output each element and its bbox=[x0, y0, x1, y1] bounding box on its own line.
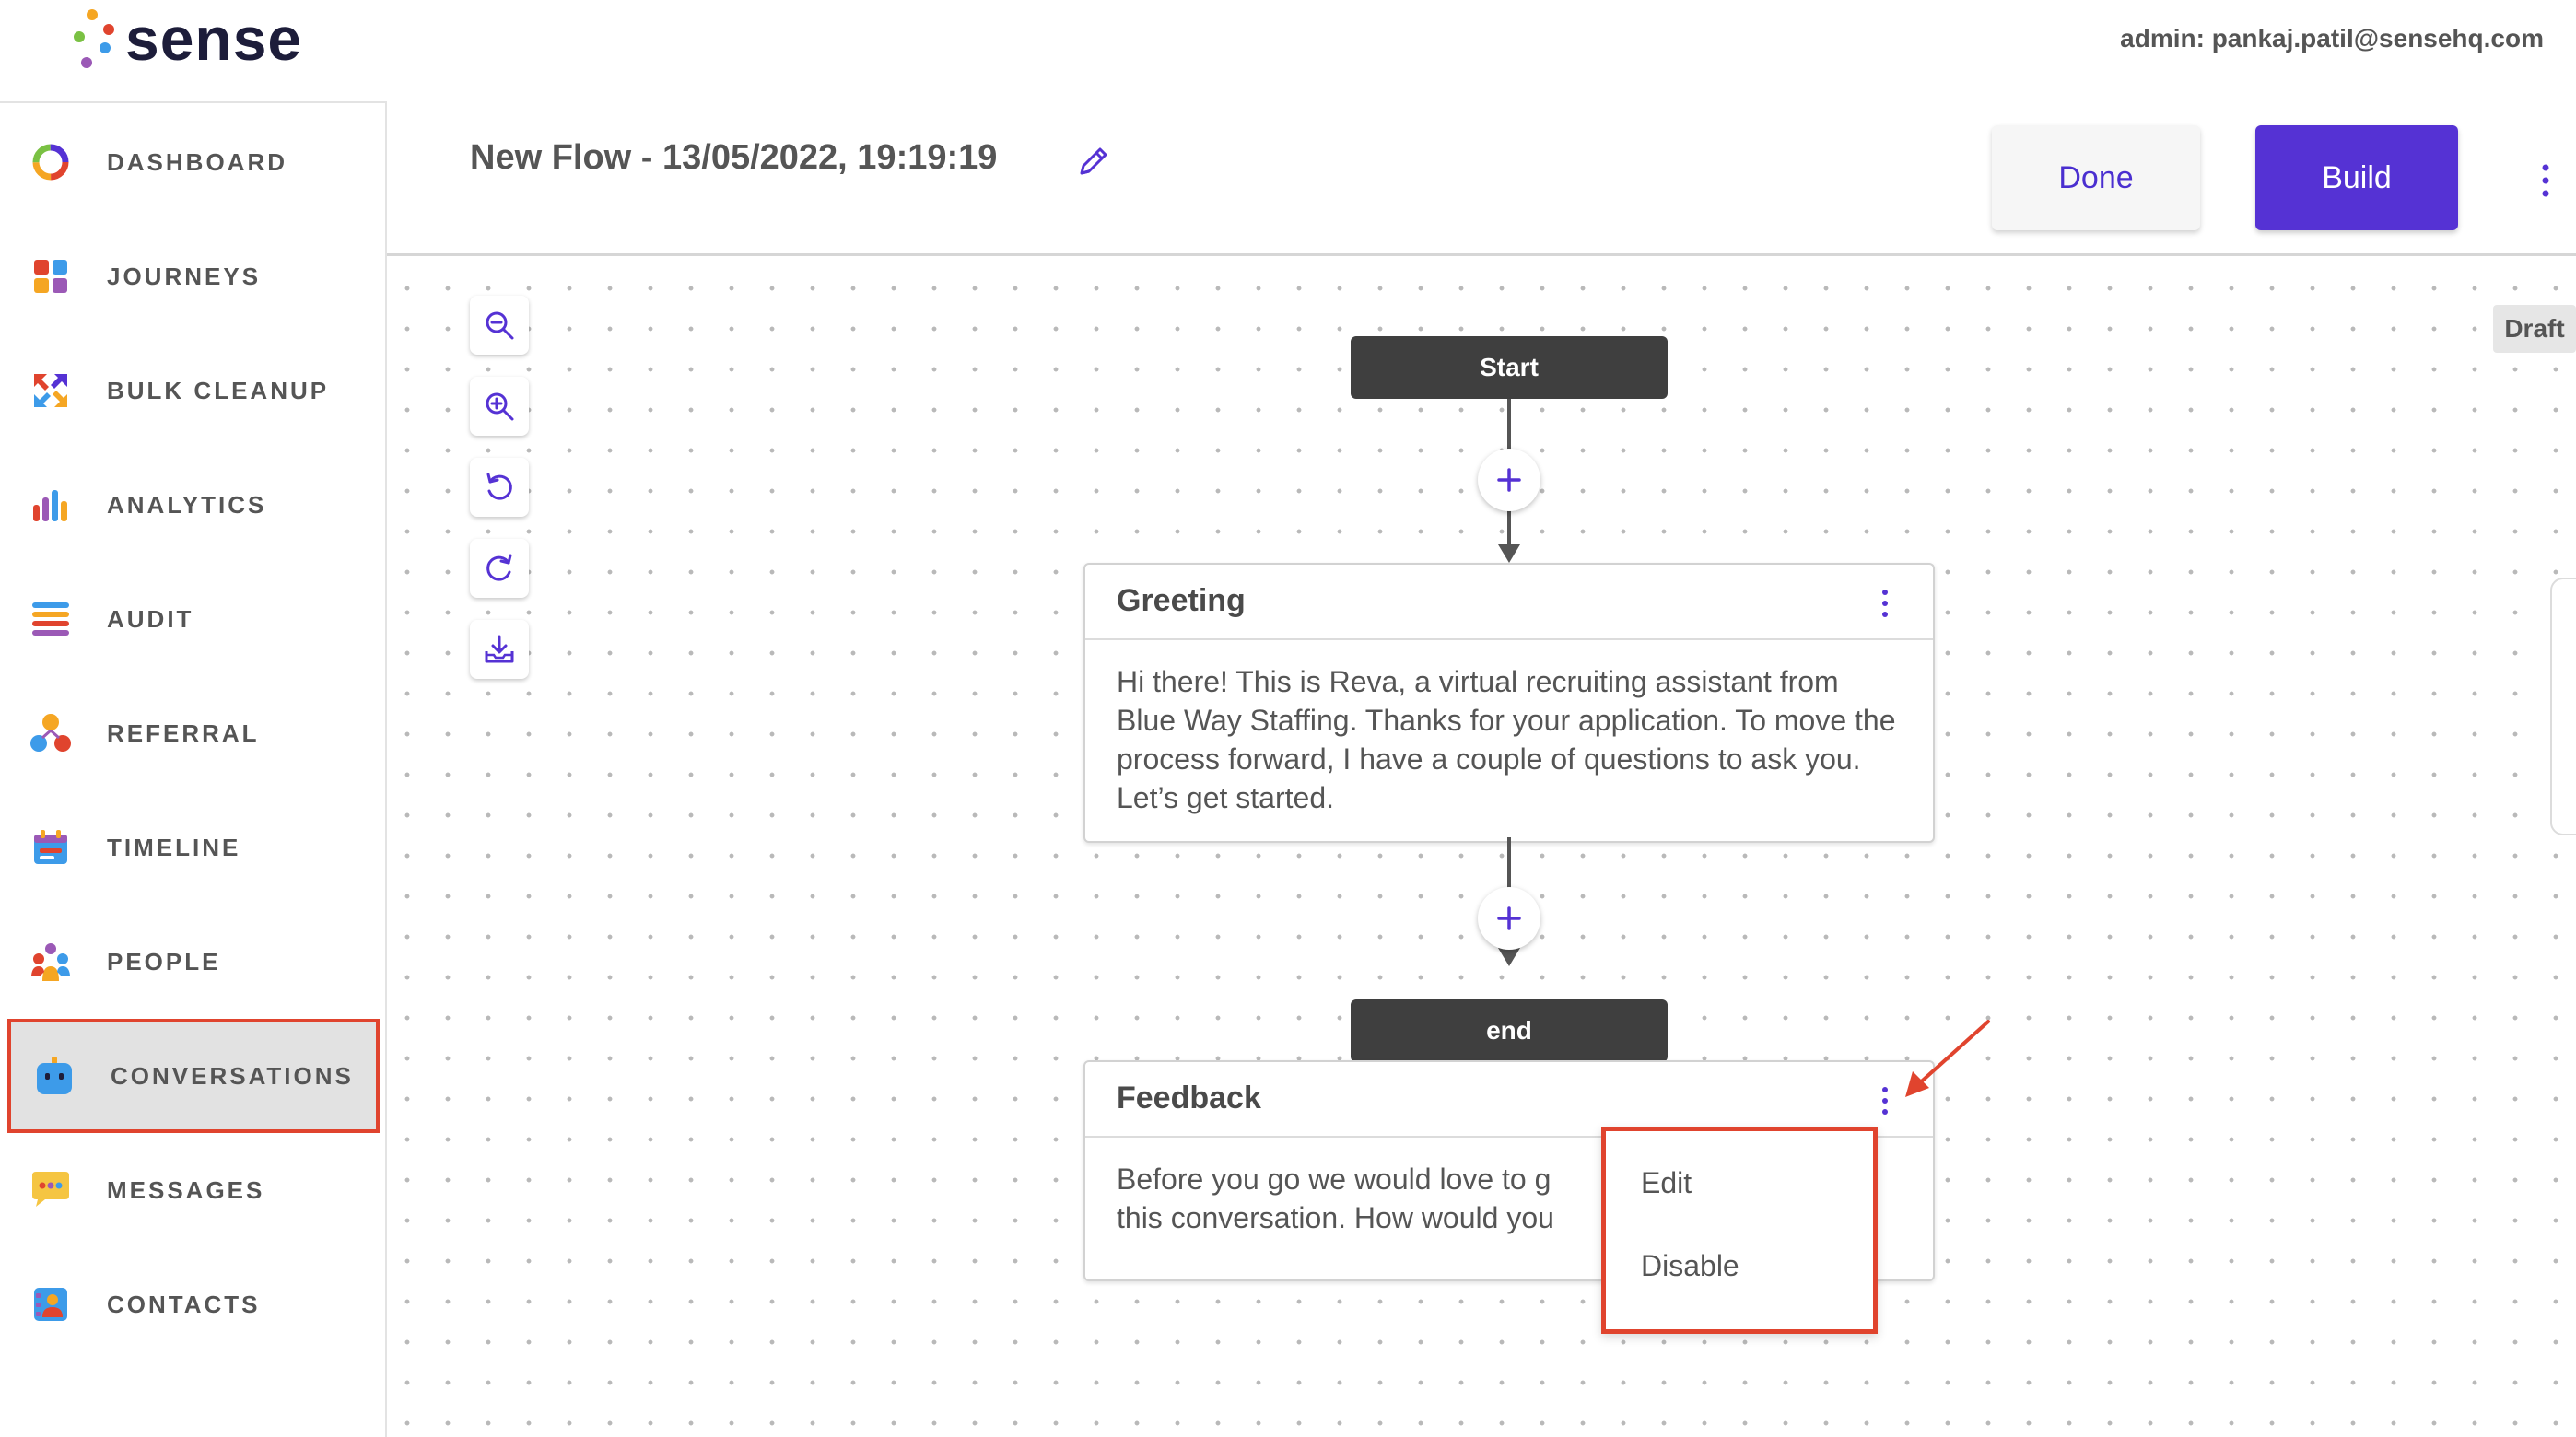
people-icon bbox=[28, 939, 74, 985]
sidebar-item-journeys[interactable]: JOURNEYS bbox=[7, 219, 380, 333]
card-title: Feedback bbox=[1117, 1081, 1261, 1116]
start-node[interactable]: Start bbox=[1351, 336, 1668, 399]
sidebar-item-label: CONTACTS bbox=[107, 1290, 261, 1318]
plus-icon bbox=[1497, 468, 1521, 492]
menu-item-disable[interactable]: Disable bbox=[1641, 1249, 1739, 1282]
add-step-button[interactable] bbox=[1478, 449, 1540, 511]
conversations-bot-icon bbox=[31, 1053, 77, 1099]
timeline-calendar-icon bbox=[28, 824, 74, 870]
status-badge: Draft bbox=[2493, 305, 2576, 353]
card-menu-icon[interactable] bbox=[1876, 1082, 1894, 1119]
top-bar: sense admin: pankaj.patil@sensehq.com bbox=[0, 0, 2576, 101]
card-header: Greeting bbox=[1085, 565, 1933, 640]
sidebar-item-audit[interactable]: AUDIT bbox=[7, 562, 380, 676]
flow-canvas[interactable]: Draft Start Greeting Hi there! This is R… bbox=[387, 259, 2576, 1437]
zoom-out-icon bbox=[486, 311, 514, 340]
card-header: Feedback bbox=[1085, 1062, 1933, 1138]
admin-user-label: admin: pankaj.patil@sensehq.com bbox=[2120, 24, 2544, 53]
bulk-cleanup-arrows-icon bbox=[28, 368, 74, 414]
redo-icon bbox=[486, 554, 512, 581]
plus-icon bbox=[1497, 906, 1521, 930]
sidebar-item-label: PEOPLE bbox=[107, 947, 221, 976]
sidebar-item-label: DASHBOARD bbox=[107, 147, 287, 176]
arrow-down-icon bbox=[1498, 544, 1520, 563]
journeys-grid-icon bbox=[28, 253, 74, 299]
more-options-icon[interactable] bbox=[2532, 160, 2559, 201]
undo-icon bbox=[486, 473, 512, 500]
download-icon bbox=[485, 635, 514, 663]
sidebar-item-label: AUDIT bbox=[107, 604, 194, 633]
sidebar-item-label: ANALYTICS bbox=[107, 490, 267, 519]
sidebar-item-people[interactable]: PEOPLE bbox=[7, 905, 380, 1019]
feedback-card[interactable]: Feedback Before you go we would love to … bbox=[1083, 1060, 1935, 1281]
sidebar-item-bulk-cleanup[interactable]: BULK CLEANUP bbox=[7, 333, 380, 448]
sidebar-item-label: TIMELINE bbox=[107, 833, 241, 861]
build-button[interactable]: Build bbox=[2255, 125, 2458, 230]
greeting-card[interactable]: Greeting Hi there! This is Reva, a virtu… bbox=[1083, 563, 1935, 843]
sidebar-item-contacts[interactable]: CONTACTS bbox=[7, 1247, 380, 1361]
end-node[interactable]: end bbox=[1351, 999, 1668, 1062]
download-button[interactable] bbox=[470, 620, 529, 679]
pencil-icon[interactable] bbox=[1074, 142, 1113, 181]
card-message: Before you go we would love to g this co… bbox=[1117, 1162, 1554, 1234]
card-message: Hi there! This is Reva, a virtual recrui… bbox=[1117, 665, 1896, 814]
sense-logo[interactable]: sense bbox=[72, 6, 302, 72]
sidebar: DASHBOARD JOURNEYS BULK CLEANUP bbox=[0, 101, 387, 1437]
card-menu-icon[interactable] bbox=[1876, 585, 1894, 622]
audit-list-icon bbox=[28, 596, 74, 642]
analytics-bars-icon bbox=[28, 482, 74, 528]
dashboard-ring-icon bbox=[28, 139, 74, 185]
sidebar-item-analytics[interactable]: ANALYTICS bbox=[7, 448, 380, 562]
sidebar-item-label: REFERRAL bbox=[107, 718, 260, 747]
menu-item-edit[interactable]: Edit bbox=[1641, 1166, 1692, 1199]
add-step-button[interactable] bbox=[1478, 887, 1540, 950]
flow-header: New Flow - 13/05/2022, 19:19:19 Done Bui… bbox=[387, 101, 2576, 256]
zoom-in-icon bbox=[486, 392, 514, 421]
referral-icon bbox=[28, 710, 74, 756]
sidebar-item-label: MESSAGES bbox=[107, 1175, 265, 1204]
page-title: New Flow - 13/05/2022, 19:19:19 bbox=[470, 138, 998, 177]
zoom-in-button[interactable] bbox=[470, 377, 529, 436]
annotation-arrow-icon bbox=[1905, 1020, 1990, 1097]
arrow-down-icon bbox=[1498, 948, 1520, 966]
sidebar-item-label: JOURNEYS bbox=[107, 262, 262, 290]
sidebar-item-timeline[interactable]: TIMELINE bbox=[7, 790, 380, 905]
done-button[interactable]: Done bbox=[1992, 125, 2200, 230]
logo-dots-icon bbox=[72, 6, 116, 72]
sidebar-item-messages[interactable]: MESSAGES bbox=[7, 1133, 380, 1247]
sidebar-item-dashboard[interactable]: DASHBOARD bbox=[7, 105, 380, 219]
contacts-card-icon bbox=[28, 1281, 74, 1327]
sidebar-item-label: CONVERSATIONS bbox=[111, 1061, 354, 1090]
undo-button[interactable] bbox=[470, 458, 529, 517]
card-title: Greeting bbox=[1117, 583, 1246, 618]
card-context-menu: Edit Disable bbox=[1601, 1127, 1878, 1334]
zoom-out-button[interactable] bbox=[470, 296, 529, 355]
messages-bubble-icon bbox=[28, 1167, 74, 1213]
sidebar-item-referral[interactable]: REFERRAL bbox=[7, 676, 380, 790]
sidebar-item-conversations[interactable]: CONVERSATIONS bbox=[7, 1019, 380, 1133]
redo-button[interactable] bbox=[470, 539, 529, 598]
sidebar-item-label: BULK CLEANUP bbox=[107, 376, 330, 404]
logo-text: sense bbox=[125, 5, 303, 73]
collapsed-side-panel[interactable] bbox=[2550, 578, 2576, 835]
